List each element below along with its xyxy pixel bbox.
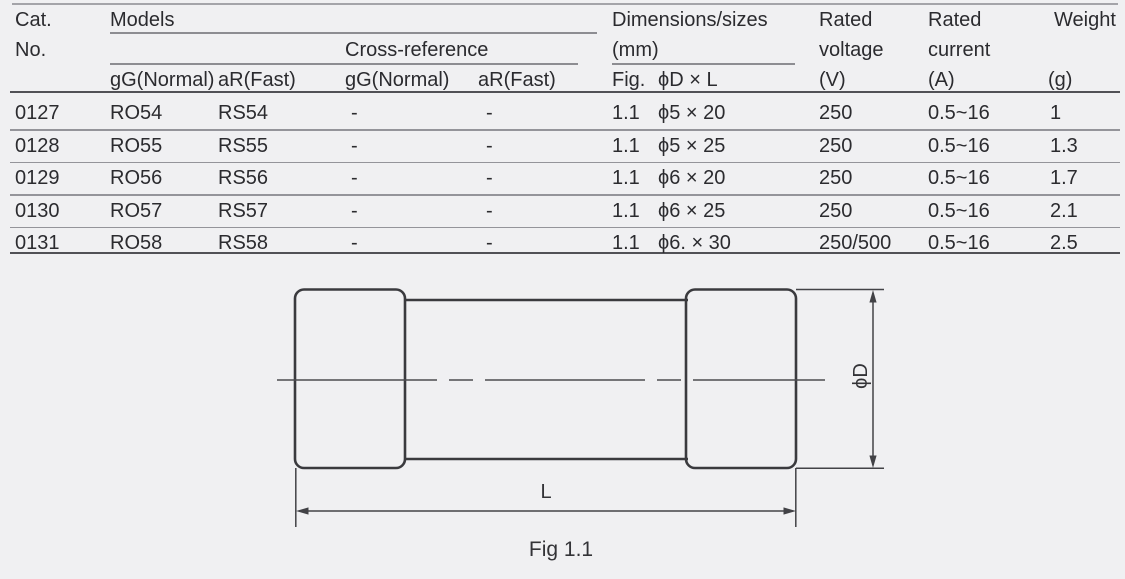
cell-ar: RS56 <box>218 167 269 189</box>
header-weight-unit: (g) <box>1048 69 1073 91</box>
arrowhead-right <box>783 507 796 515</box>
header-dimensions-unit: (mm) <box>612 39 659 61</box>
cell-a: 0.5~16 <box>928 167 990 189</box>
cell-xa: - <box>486 102 493 124</box>
table-bottom-rule <box>10 251 1120 254</box>
table-row: 0128 RO55 RS55 - - 1.1 ϕ5 × 25 250 0.5~16 1.3 <box>0 130 1125 162</box>
dimensions-span-rule <box>612 63 795 65</box>
cell-dxl: ϕ5 × 25 <box>658 134 726 157</box>
cell-a: 0.5~16 <box>928 232 990 254</box>
cell-v: 250 <box>819 102 853 124</box>
cell-g: 1.7 <box>1050 167 1078 189</box>
cell-ar: RS54 <box>218 102 269 124</box>
table-row: 0127 RO54 RS54 - - 1.1 ϕ5 × 20 250 0.5~16 1 <box>0 97 1125 129</box>
row-separator <box>10 226 1120 229</box>
header-rated-current: Rated <box>928 9 982 31</box>
cell-v: 250/500 <box>819 232 892 254</box>
subheader-xref-ar: aR(Fast) <box>478 69 556 91</box>
cell-g: 2.1 <box>1050 199 1078 222</box>
cell-fig: 1.1 <box>612 199 640 222</box>
cell-cat: 0130 <box>15 199 60 222</box>
cell-dxl: ϕ6 × 25 <box>658 199 726 222</box>
cell-dxl: ϕ6 × 20 <box>658 167 726 189</box>
cell-v: 250 <box>819 199 853 222</box>
diameter-dimension-label: ϕD <box>850 363 872 389</box>
cell-g: 1.3 <box>1050 134 1078 157</box>
cell-g: 2.5 <box>1050 232 1078 254</box>
table-row: 0131 RO58 RS58 - - 1.1 ϕ6. × 30 250/500 0.5~16 2.… <box>0 227 1125 259</box>
row-separator <box>10 129 1120 131</box>
header-rated-voltage: Rated <box>819 9 873 31</box>
cell-dxl: ϕ5 × 20 <box>658 102 726 124</box>
cross-reference-span-rule <box>110 63 578 65</box>
cell-xg: - <box>351 102 358 124</box>
cell-fig: 1.1 <box>612 134 640 157</box>
header-rated-current: current <box>928 39 991 61</box>
cell-gg: RO57 <box>110 199 163 222</box>
cell-ar: RS55 <box>218 134 269 157</box>
cell-xg: - <box>351 232 358 254</box>
header-weight: Weight <box>1054 9 1116 31</box>
header-current-unit: (A) <box>928 69 955 91</box>
cell-xg: - <box>351 134 358 157</box>
header-models: Models <box>110 9 175 31</box>
cell-g: 1 <box>1050 102 1062 124</box>
cell-xg: - <box>351 167 358 189</box>
subheader-models-gg: gG(Normal) <box>110 69 215 91</box>
cell-a: 0.5~16 <box>928 102 990 124</box>
cell-fig: 1.1 <box>612 232 640 254</box>
models-span-rule <box>110 32 597 34</box>
arrowhead-down <box>869 455 877 468</box>
subheader-xref-gg: gG(Normal) <box>345 69 450 91</box>
row-separator <box>10 194 1120 196</box>
table-row: 0130 RO57 RS57 - - 1.1 ϕ6 × 25 250 0.5~16 2.1 <box>0 195 1125 227</box>
cell-dxl: ϕ6. × 30 <box>658 232 731 254</box>
figure-caption: Fig 1.1 <box>528 538 594 561</box>
cell-ar: RS57 <box>218 199 269 222</box>
cell-xa: - <box>486 134 493 157</box>
cell-v: 250 <box>819 134 853 157</box>
cell-cat: 0129 <box>15 167 60 189</box>
cell-v: 250 <box>819 167 853 189</box>
header-dimensions: Dimensions/sizes <box>612 9 768 31</box>
header-no: No. <box>15 39 47 61</box>
table-row: 0129 RO56 RS56 - - 1.1 ϕ6 × 20 250 0.5~16 1.7 <box>0 162 1125 194</box>
row-separator <box>10 161 1120 164</box>
fuse-right-cap <box>684 288 798 470</box>
cell-a: 0.5~16 <box>928 199 990 222</box>
header-bottom-rule <box>10 91 1120 94</box>
cell-cat: 0127 <box>15 102 60 124</box>
cell-a: 0.5~16 <box>928 134 990 157</box>
subheader-fig: Fig. <box>612 69 646 91</box>
cell-fig: 1.1 <box>612 102 640 124</box>
fuse-left-cap <box>293 288 407 470</box>
header-cat: Cat. <box>15 9 52 31</box>
table-top-rule <box>12 3 1118 5</box>
subheader-d-by-l: ϕD × L <box>658 69 718 91</box>
cell-cat: 0131 <box>15 232 60 254</box>
subheader-models-ar: aR(Fast) <box>218 69 296 91</box>
cell-xa: - <box>486 199 493 222</box>
header-cross-reference: Cross-reference <box>345 39 489 61</box>
cell-gg: RO58 <box>110 232 163 254</box>
cell-gg: RO54 <box>110 102 163 124</box>
cell-fig: 1.1 <box>612 167 640 189</box>
cell-xg: - <box>351 199 358 222</box>
cell-xa: - <box>486 167 493 189</box>
cell-ar: RS58 <box>218 232 269 254</box>
cell-xa: - <box>486 232 493 254</box>
header-rated-voltage: voltage <box>819 39 884 61</box>
arrowhead-up <box>869 290 877 303</box>
cell-gg: RO55 <box>110 134 163 157</box>
header-voltage-unit: (V) <box>819 69 846 91</box>
cell-gg: RO56 <box>110 167 163 189</box>
length-dimension-label: L <box>540 481 552 503</box>
arrowhead-left <box>296 507 309 515</box>
cell-cat: 0128 <box>15 134 60 157</box>
